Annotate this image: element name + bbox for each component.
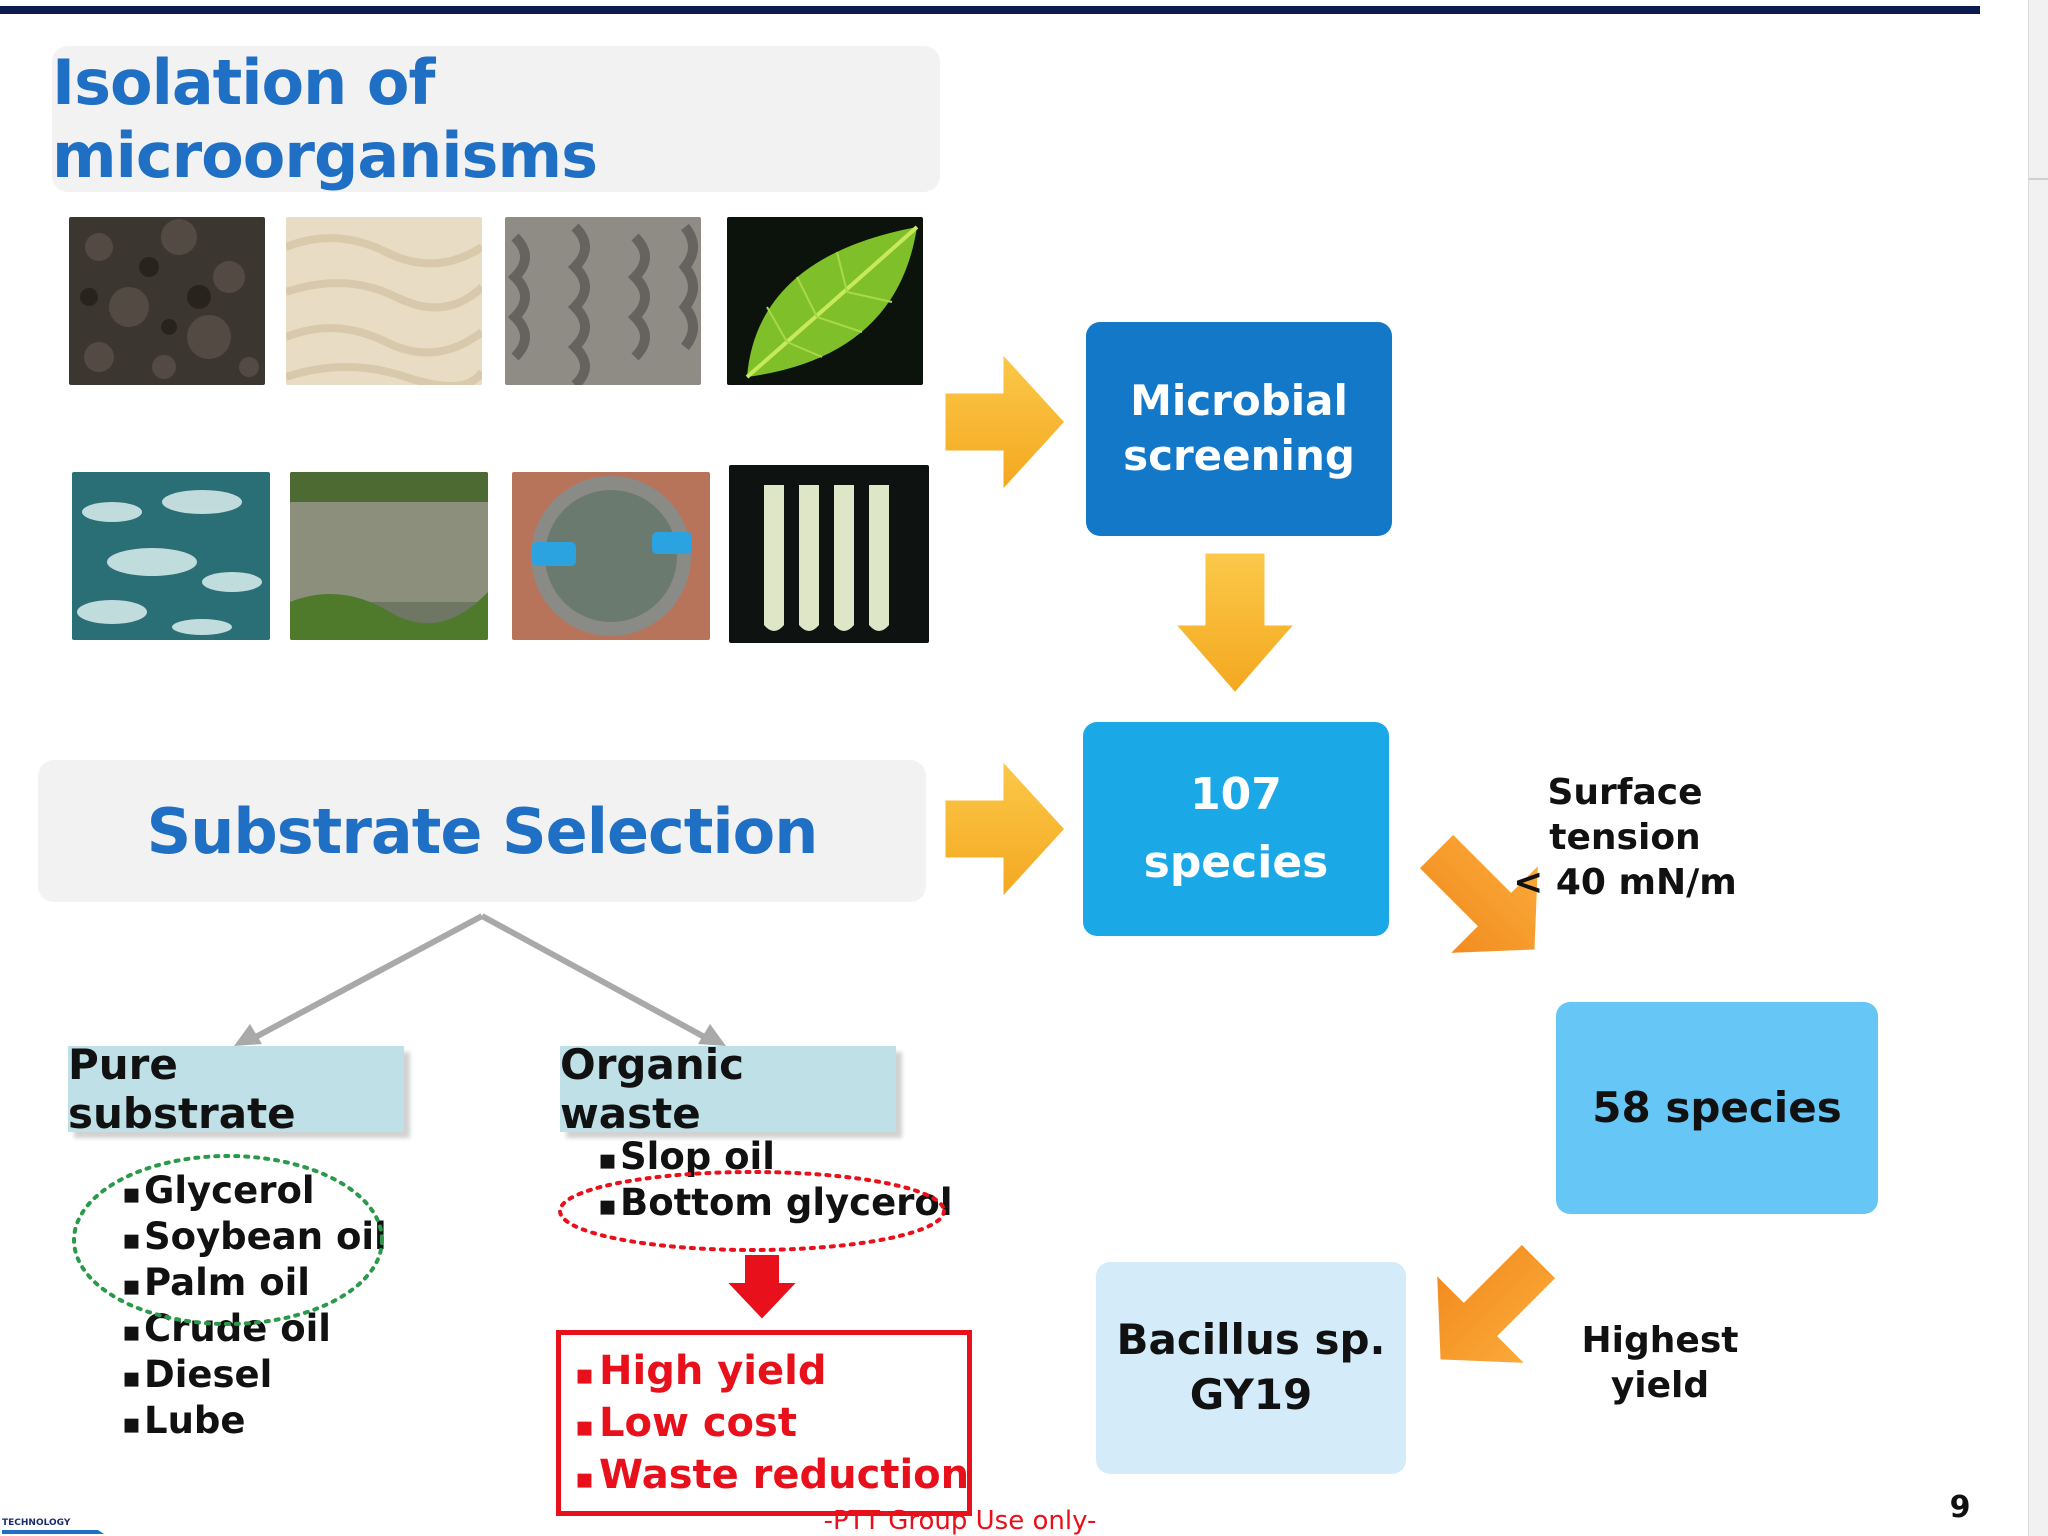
box-line: Bacillus sp. <box>1116 1315 1386 1365</box>
list-item: High yield <box>575 1345 967 1397</box>
species-58-box: 58 species <box>1556 1002 1878 1214</box>
green-dotted-highlight <box>72 1154 384 1326</box>
box-line: screening <box>1123 431 1355 480</box>
box-line: GY19 <box>1189 1370 1313 1419</box>
box-line: species <box>1143 837 1329 888</box>
pure-substrate-list: Glycerol Soybean oil Palm oil Crude oil … <box>122 1168 387 1444</box>
page-number: 9 <box>1949 1490 1971 1525</box>
branch-connector <box>234 913 726 1046</box>
top-rule <box>0 6 1980 14</box>
sea-water-photo <box>72 472 270 640</box>
benefits-box: High yield Low cost Waste reduction <box>556 1330 972 1516</box>
culture-tubes-photo <box>729 465 929 643</box>
species-107-box: 107 species <box>1083 722 1389 936</box>
list-item: Glycerol <box>122 1168 387 1214</box>
benefits-list: High yield Low cost Waste reduction <box>561 1335 969 1501</box>
pure-substrate-label: Pure substrate <box>68 1040 404 1138</box>
company-logo: TECHNOLOGY <box>2 1518 104 1534</box>
microbial-screening-box: Microbial screening <box>1086 322 1392 536</box>
arrow-down-right-icon <box>1415 830 1542 957</box>
box-line: 58 species <box>1592 1082 1842 1132</box>
scrollbar[interactable] <box>2028 0 2048 1536</box>
pond-photo <box>290 472 488 640</box>
box-line: Microbial <box>1130 376 1348 426</box>
organic-waste-label: Organic waste <box>560 1040 896 1138</box>
substrate-selection-title: Substrate Selection <box>38 760 926 902</box>
surface-tension-label: Surface tension < 40 mN/m <box>1470 770 1780 905</box>
red-dotted-highlight <box>558 1170 946 1252</box>
highest-yield-label: Highest yield <box>1581 1320 1739 1406</box>
leaf-photo <box>727 217 923 385</box>
arrow-down-left-icon <box>1433 1240 1560 1367</box>
label-line: < 40 mN/m <box>1513 862 1737 903</box>
list-item: Lube <box>122 1398 387 1444</box>
arrow-right-icon <box>942 348 1069 496</box>
arrow-down-icon <box>1170 550 1300 697</box>
label-line: Surface tension <box>1547 772 1703 858</box>
list-item: Low cost <box>575 1397 967 1449</box>
bacillus-result-box: Bacillus sp. GY19 <box>1096 1262 1406 1474</box>
svg-text:TECHNOLOGY: TECHNOLOGY <box>2 1518 71 1528</box>
list-item: Diesel <box>122 1352 387 1398</box>
wastewater-tank-photo <box>512 472 710 640</box>
isolation-title: Isolation of microorganisms <box>52 46 940 192</box>
box-line: 107 <box>1190 768 1282 820</box>
footer-text: -PTT Group Use only- <box>823 1506 1097 1536</box>
arrow-right-icon <box>942 755 1069 903</box>
soil-photo <box>69 217 265 385</box>
list-item: Palm oil <box>122 1260 387 1306</box>
list-item: Soybean oil <box>122 1214 387 1260</box>
sand-photo <box>286 217 482 385</box>
mud-photo <box>505 217 701 385</box>
list-item: Waste reduction <box>575 1449 969 1501</box>
organic-waste-list: Slop oil Bottom glycerol <box>598 1134 953 1226</box>
list-item: Bottom glycerol <box>598 1180 953 1226</box>
red-arrow-down-icon <box>723 1253 801 1322</box>
